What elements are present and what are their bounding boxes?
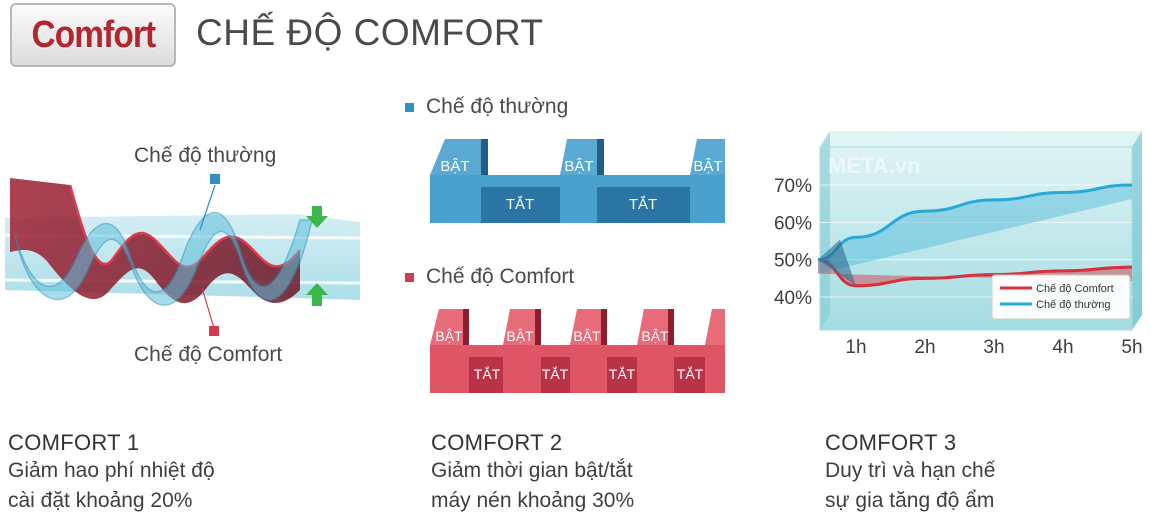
comfort-off-1: TẮT xyxy=(474,365,501,382)
caption-2-line2: máy nén khoảng 30% xyxy=(431,489,635,512)
caption-comfort-1: COMFORT 1 Giảm hao phí nhiệt độ cài đặt … xyxy=(8,430,215,516)
x-tick-label: 5h xyxy=(1121,337,1142,358)
normal-on-1: BẬT xyxy=(440,158,469,175)
normal-off-1: TẮT xyxy=(506,195,534,213)
comfort-off-2: TẮT xyxy=(542,365,569,382)
comfort-marker xyxy=(201,287,219,336)
legend-normal: Chế độ thường xyxy=(405,95,568,119)
normal-off-2: TẮT xyxy=(629,195,657,213)
chart-legend-normal: Chế độ thường xyxy=(1036,299,1111,311)
badge-label: Comfort xyxy=(31,13,156,56)
comfort-on-2: BẬT xyxy=(506,328,534,344)
page-title: CHẾ ĐỘ COMFORT xyxy=(196,12,544,53)
series-line-0 xyxy=(817,258,1134,288)
panel1-label-comfort: Chế độ Comfort xyxy=(134,343,283,366)
caption-2-heading: COMFORT 2 xyxy=(431,430,563,455)
comfort-badge: Comfort xyxy=(10,3,176,67)
comfort-on-3: BẬT xyxy=(573,328,601,344)
y-tick-label: 60% xyxy=(774,213,812,234)
x-tick-label: 3h xyxy=(983,337,1004,358)
caption-1-heading: COMFORT 1 xyxy=(8,430,140,455)
comfort-off-4: TẮT xyxy=(677,365,704,382)
normal-on-3: BẬT xyxy=(693,158,722,175)
chart-watermark: META.vn xyxy=(828,153,920,178)
caption-comfort-2: COMFORT 2 Giảm thời gian bật/tắt máy nén… xyxy=(431,430,634,516)
caption-comfort-3: COMFORT 3 Duy trì và hạn chế sự gia tăng… xyxy=(825,430,995,516)
comfort-cycle-block: BẬT BẬT BẬT BẬT TẮT TẮT TẮT TẮT xyxy=(430,309,725,393)
caption-3-line2: sự gia tăng độ ẩm xyxy=(825,489,995,512)
y-tick-label: 40% xyxy=(774,288,812,309)
caption-2-line1: Giảm thời gian bật/tắt xyxy=(431,459,633,482)
comfort-on-4: BẬT xyxy=(641,328,669,344)
chart-legend: Chế độ Comfort Chế độ thường xyxy=(991,274,1131,320)
comfort-off-3: TẮT xyxy=(609,365,636,382)
green-arrow-up-icon xyxy=(306,283,328,306)
legend-comfort-label: Chế độ Comfort xyxy=(426,265,575,288)
series-line-1 xyxy=(817,183,1133,262)
x-tick-label: 4h xyxy=(1052,337,1073,358)
normal-cycle-block: BẬT BẬT BẬT TẮT TẮT xyxy=(430,139,725,223)
y-tick-label: 70% xyxy=(774,176,812,197)
legend-square-red xyxy=(405,272,414,282)
temperature-wave-illustration xyxy=(4,174,361,336)
chart-legend-comfort: Chế độ Comfort xyxy=(1036,283,1114,295)
caption-3-heading: COMFORT 3 xyxy=(825,430,957,455)
caption-1-line2: cài đặt khoảng 20% xyxy=(8,489,193,512)
caption-3-line1: Duy trì và hạn chế xyxy=(825,459,996,482)
legend-comfort: Chế độ Comfort xyxy=(405,265,574,289)
normal-marker xyxy=(199,174,220,231)
start-wedge xyxy=(818,239,856,286)
y-tick-label: 50% xyxy=(774,251,812,272)
caption-1-line1: Giảm hao phí nhiệt độ xyxy=(8,459,215,482)
legend-normal-label: Chế độ thường xyxy=(426,95,569,118)
series-ribbon-1 xyxy=(818,185,1132,274)
comfort-on-1: BẬT xyxy=(435,328,463,344)
x-tick-label: 2h xyxy=(914,337,935,358)
normal-on-2: BẬT xyxy=(564,158,593,175)
green-arrow-down-icon xyxy=(306,206,328,228)
x-tick-label: 1h xyxy=(845,337,866,358)
panel1-label-normal: Chế độ thường xyxy=(134,144,277,167)
humidity-chart: META.vn 40% 50% 60% 70% 1h 2h 3h 4h 5h Chế độ C… xyxy=(774,131,1143,358)
legend-square-blue xyxy=(405,102,414,112)
